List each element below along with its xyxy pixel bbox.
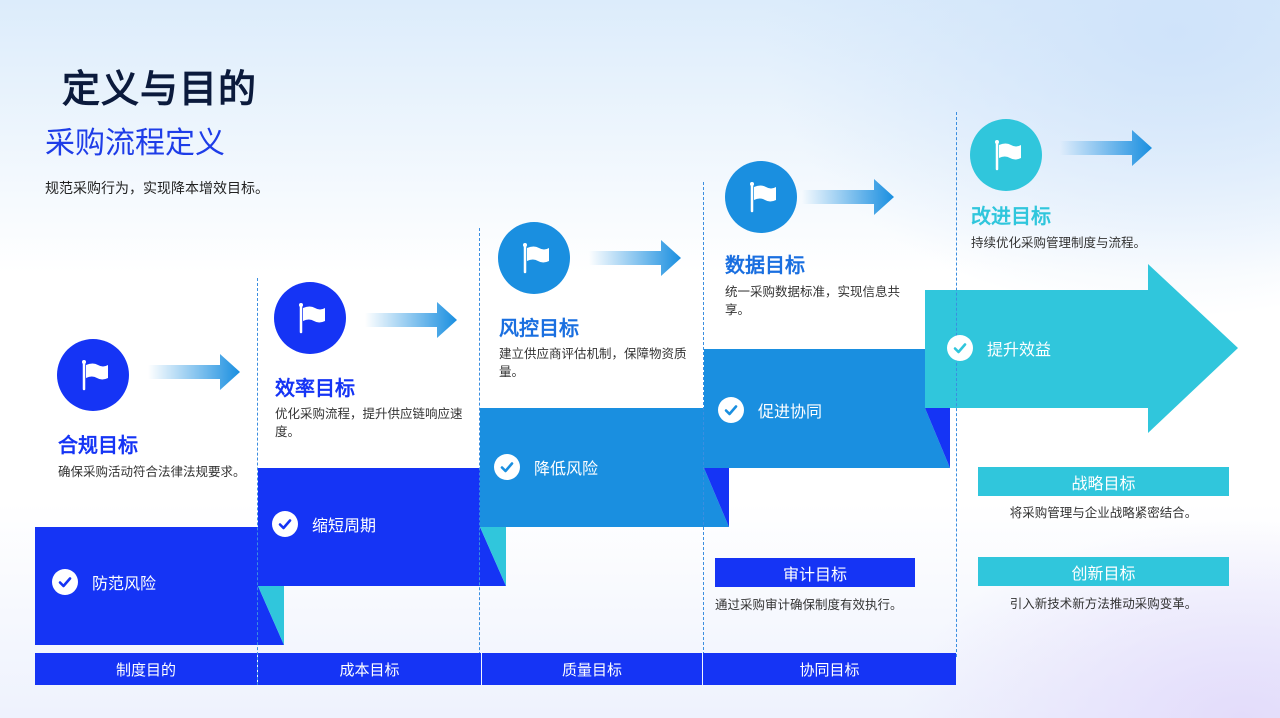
goal-title: 合规目标: [58, 433, 138, 457]
step-label: 提升效益: [947, 335, 1051, 361]
flag-icon: [725, 161, 797, 233]
goal-description: 持续优化采购管理制度与流程。: [971, 235, 1147, 250]
step-label-text: 提升效益: [987, 340, 1052, 359]
step-label-text: 缩短周期: [312, 516, 377, 535]
tag-label: 审计目标: [715, 558, 915, 587]
step-1-shape: [35, 527, 284, 645]
progress-arrow-icon: [148, 354, 240, 390]
step-label: 促进协同: [718, 397, 822, 423]
tag-description: 引入新技术新方法推动采购变革。: [1009, 596, 1198, 611]
tag-description: 通过采购审计确保制度有效执行。: [715, 597, 903, 612]
flag-icon: [498, 222, 570, 294]
progress-arrow-icon: [365, 302, 457, 338]
check-icon: [272, 511, 298, 537]
step-label: 降低风险: [494, 454, 598, 480]
tag-label: 创新目标: [978, 557, 1229, 586]
progress-arrow-icon: [802, 179, 894, 215]
progress-arrow-icon: [1060, 130, 1152, 166]
bottom-category: 质量目标: [482, 653, 702, 685]
divider-4: [956, 112, 957, 657]
step-2-fold: [480, 527, 506, 586]
divider-3: [703, 182, 704, 685]
bottom-category: 成本目标: [258, 653, 481, 685]
check-icon: [52, 569, 78, 595]
divider-2: [479, 228, 480, 685]
step-4-shape: [704, 349, 950, 468]
goal-title: 风控目标: [499, 316, 579, 340]
goal-description: 确保采购活动符合法律法规要求。: [58, 464, 246, 479]
flag-icon: [57, 339, 129, 411]
progress-arrow-icon: [589, 240, 681, 276]
goal-title: 数据目标: [725, 253, 805, 277]
divider-1: [257, 278, 258, 685]
flag-icon: [274, 282, 346, 354]
tag-label: 战略目标: [978, 467, 1229, 496]
page-subtitle: 采购流程定义: [45, 126, 225, 161]
step-1-fold: [258, 586, 284, 645]
goal-title: 改进目标: [971, 204, 1051, 228]
step-label: 缩短周期: [272, 511, 376, 537]
step-2-shape: [258, 468, 506, 586]
step-3-fold: [704, 468, 729, 527]
goal-description: 优化采购流程，提升供应链响应速度。: [275, 406, 463, 439]
goal-description: 统一采购数据标准，实现信息共享。: [725, 284, 901, 317]
flag-icon: [970, 119, 1042, 191]
check-icon: [947, 335, 973, 361]
page-description: 规范采购行为，实现降本增效目标。: [45, 181, 269, 197]
step-5-arrow: [925, 264, 1238, 433]
step-3-shape: [480, 408, 729, 527]
step-label: 防范风险: [52, 569, 156, 595]
page-title: 定义与目的: [62, 67, 258, 111]
step-label-text: 促进协同: [758, 402, 823, 421]
bottom-category: 制度目的: [35, 653, 257, 685]
bottom-category: 协同目标: [703, 653, 956, 685]
tag-description: 将采购管理与企业战略紧密结合。: [1009, 505, 1198, 520]
step-label-text: 防范风险: [92, 574, 157, 593]
goal-description: 建立供应商评估机制，保障物资质量。: [499, 346, 687, 379]
goal-title: 效率目标: [275, 376, 355, 400]
step-4-fold: [925, 408, 950, 468]
step-label-text: 降低风险: [534, 459, 599, 478]
check-icon: [718, 397, 744, 423]
check-icon: [494, 454, 520, 480]
